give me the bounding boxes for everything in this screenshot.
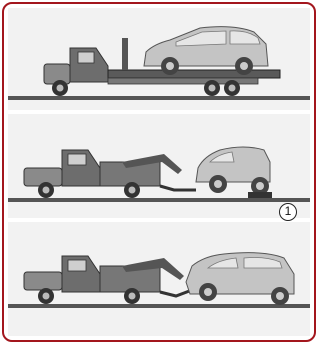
car-2 xyxy=(196,147,272,198)
tow-truck-3 xyxy=(24,256,192,304)
tow-truck-2 xyxy=(24,150,196,198)
ground-line-3 xyxy=(8,304,310,308)
scene-wheel-lift xyxy=(8,253,310,308)
callout-marker: 1 xyxy=(279,203,297,221)
illustration-frame: 1 xyxy=(2,2,316,342)
ground-line-2 xyxy=(8,198,310,202)
towing-diagram xyxy=(4,4,314,340)
wheel-dolly xyxy=(248,192,272,198)
ground-line-1 xyxy=(8,96,310,100)
scene-flatbed xyxy=(8,27,310,100)
scene-wheel-lift-dolly xyxy=(8,147,310,202)
car-3 xyxy=(186,253,294,305)
car-on-flatbed xyxy=(144,27,268,75)
